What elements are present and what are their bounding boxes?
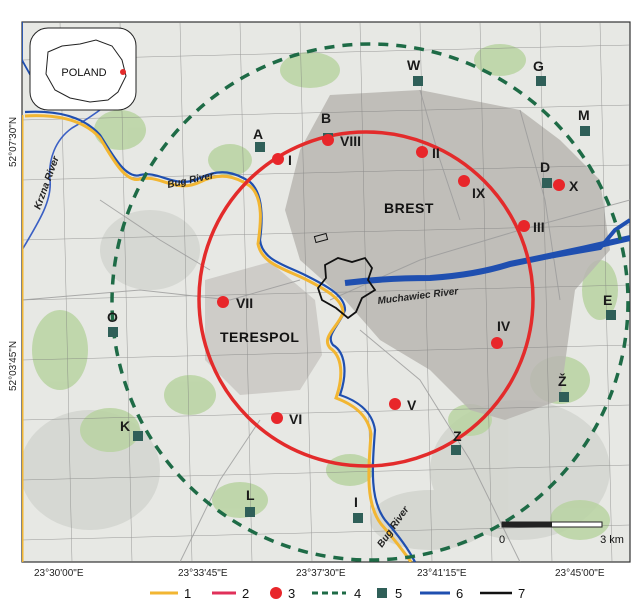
point-x — [553, 179, 565, 191]
station-d — [542, 178, 552, 188]
station-label-zh: Ž — [558, 372, 567, 389]
point-iv — [491, 337, 503, 349]
point-label-i: I — [288, 152, 292, 168]
muchawiec-canal — [519, 218, 630, 264]
point-label-vii: VII — [236, 295, 253, 311]
point-label-vi: VI — [289, 411, 302, 427]
legend-label-2: 2 — [242, 586, 249, 601]
station-labels: A B D E G I K L M O W Z Ž — [107, 57, 612, 510]
poland-outline — [45, 39, 127, 103]
point-viii — [322, 134, 334, 146]
legend-swatch-5 — [377, 588, 387, 598]
legend-swatch-3 — [270, 587, 282, 599]
point-label-iv: IV — [497, 318, 511, 334]
coord-y-2: 52°03'45"N — [8, 341, 19, 391]
small-boundary — [313, 232, 329, 244]
station-label-i: I — [354, 494, 358, 510]
coord-y-1: 52°07'30"N — [8, 117, 19, 167]
station-label-o: O — [107, 309, 118, 325]
legend-label-3: 3 — [288, 586, 295, 601]
station-a — [255, 142, 265, 152]
point-ii — [416, 146, 428, 158]
station-k — [133, 431, 143, 441]
outer-dashed-ring — [110, 42, 630, 562]
legend: 1 2 3 4 5 6 7 — [150, 586, 525, 601]
scale-end: 3 km — [600, 534, 624, 546]
point-v — [389, 398, 401, 410]
legend-label-1: 1 — [184, 586, 191, 601]
bug-river — [24, 110, 416, 562]
legend-label-7: 7 — [518, 586, 525, 601]
coord-x-1: 23°30'00"E — [34, 568, 84, 579]
point-ix — [458, 175, 470, 187]
point-labels: I II III IV V VI VII VIII IX X — [236, 133, 579, 427]
station-label-l: L — [246, 487, 255, 503]
point-vi — [271, 412, 283, 424]
state-border — [24, 114, 413, 562]
station-label-g: G — [533, 58, 544, 74]
station-z — [451, 445, 461, 455]
station-e — [606, 310, 616, 320]
inset-label: POLAND — [61, 67, 106, 79]
point-i — [272, 153, 284, 165]
station-o — [108, 327, 118, 337]
point-vii — [217, 296, 229, 308]
legend-label-6: 6 — [456, 586, 463, 601]
legend-label-4: 4 — [354, 586, 361, 601]
point-label-ix: IX — [472, 185, 486, 201]
station-i — [353, 513, 363, 523]
station-label-z: Z — [453, 428, 462, 444]
station-label-d: D — [540, 159, 550, 175]
station-label-a: A — [253, 126, 263, 142]
station-label-w: W — [407, 57, 421, 73]
scale-bar: 0 3 km — [499, 521, 624, 546]
station-l — [245, 507, 255, 517]
station-g — [536, 76, 546, 86]
point-label-ii: II — [432, 145, 440, 161]
point-label-viii: VIII — [340, 133, 361, 149]
brest-city-boundary — [316, 256, 377, 320]
inset-map: POLAND — [29, 27, 137, 111]
station-label-b: B — [321, 110, 331, 126]
sampling-points — [217, 134, 565, 424]
coord-x-4: 23°41'15"E — [417, 568, 467, 579]
stations — [108, 76, 616, 523]
station-label-m: M — [578, 107, 590, 123]
station-w — [413, 76, 423, 86]
station-label-e: E — [603, 292, 612, 308]
road-network — [22, 89, 630, 562]
station-label-k: K — [120, 418, 130, 434]
terespol-urban-area — [205, 262, 322, 395]
forest-areas — [32, 44, 618, 540]
point-label-iii: III — [533, 219, 545, 235]
krzna-river — [22, 103, 109, 251]
coord-x-5: 23°45'00"E — [555, 568, 605, 579]
scale-start: 0 — [499, 534, 505, 546]
inset-location-dot — [120, 69, 126, 75]
city-label-terespol: TERESPOL — [220, 329, 299, 345]
zone-circle — [197, 130, 535, 468]
legend-label-5: 5 — [395, 586, 402, 601]
point-label-v: V — [407, 397, 417, 413]
point-label-x: X — [569, 178, 579, 194]
point-iii — [518, 220, 530, 232]
station-m — [580, 126, 590, 136]
coord-x-3: 23°37'30"E — [296, 568, 346, 579]
station-zh — [559, 392, 569, 402]
city-label-brest: BREST — [384, 200, 434, 216]
coord-x-2: 23°33'45"E — [178, 568, 228, 579]
